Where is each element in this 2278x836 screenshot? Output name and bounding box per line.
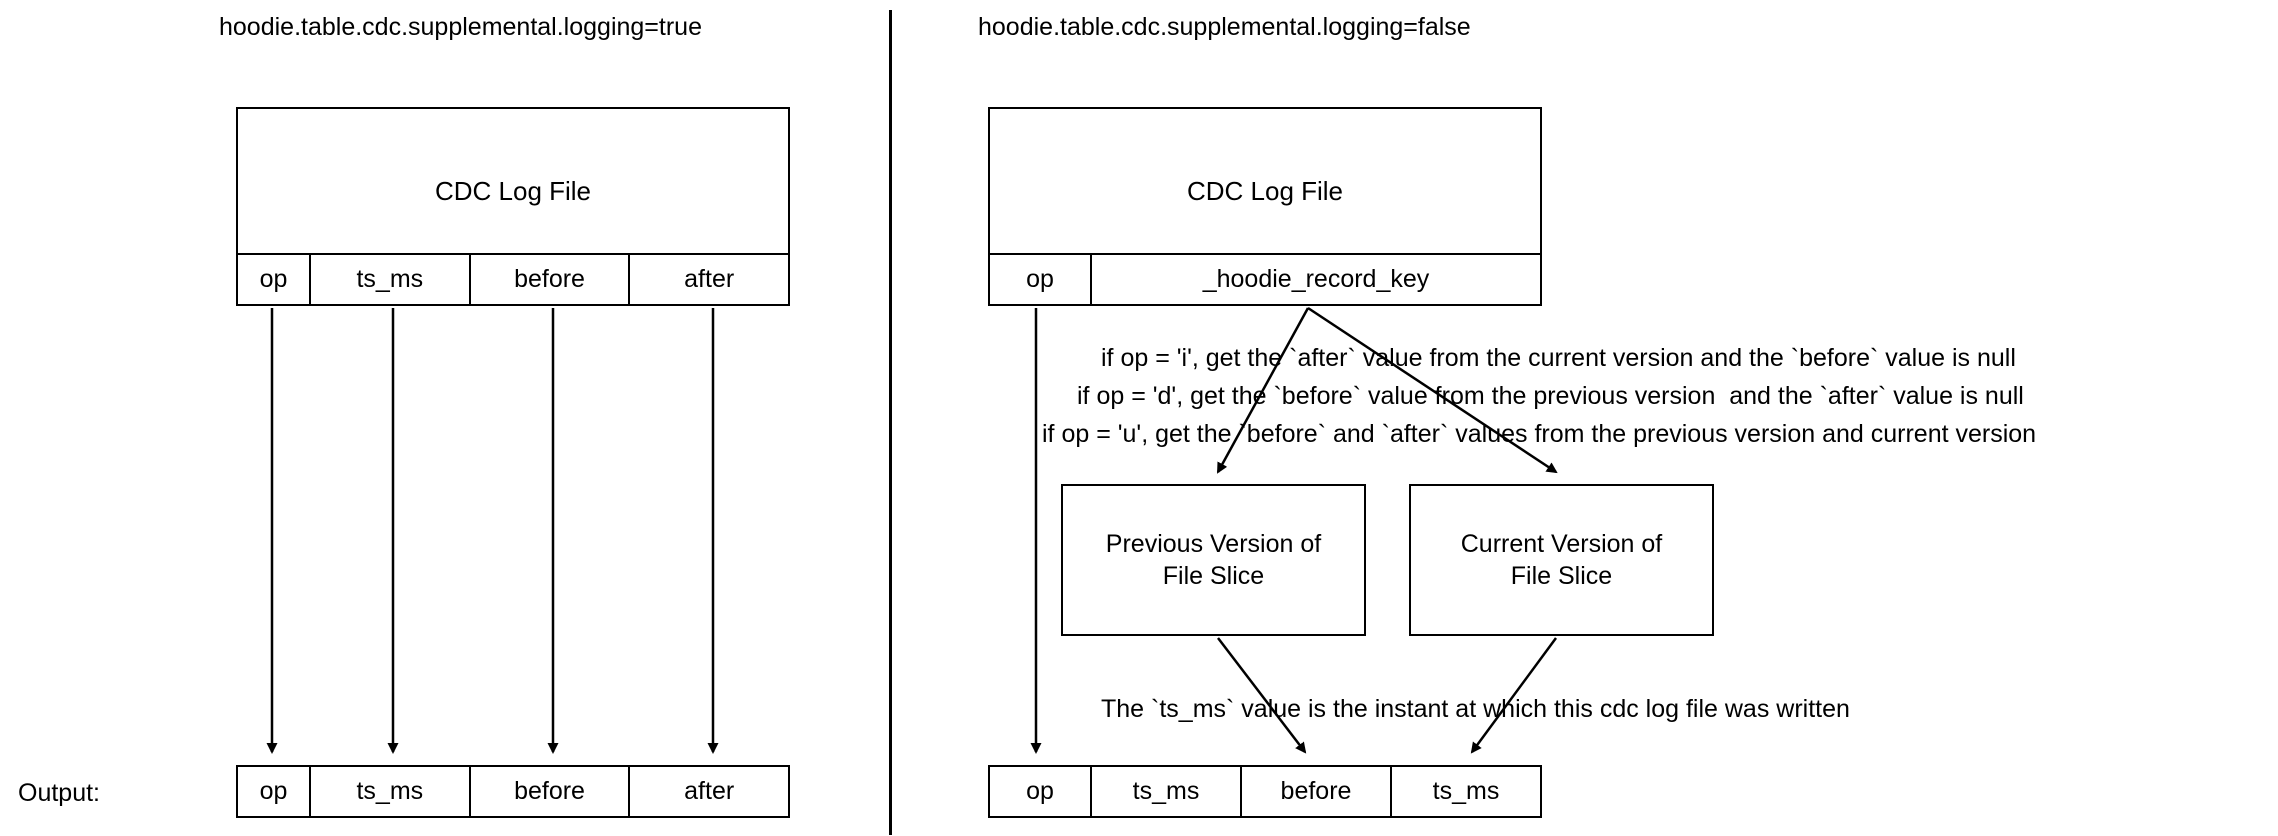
current-version-line1: Current Version of <box>1460 530 1663 558</box>
rule-text-delete: if op = 'd', get the `before` value from… <box>1077 382 2024 410</box>
output-cell: before <box>1240 765 1390 818</box>
output-label: Output: <box>18 779 100 807</box>
output-cell: ts_ms <box>1090 765 1240 818</box>
output-cell: op <box>988 765 1090 818</box>
panel-title-supplemental-logging-true: hoodie.table.cdc.supplemental.logging=tr… <box>219 13 702 41</box>
cdc-log-file-columns-left: op ts_ms before after <box>236 253 791 306</box>
current-version-line2: File Slice <box>1510 562 1613 590</box>
previous-version-line1: Previous Version of <box>1105 530 1322 558</box>
cdc-column-cell: _hoodie_record_key <box>1090 253 1542 306</box>
cdc-column-cell: op <box>988 253 1090 306</box>
ts-ms-note-text: The `ts_ms` value is the instant at whic… <box>1101 695 1850 723</box>
cdc-column-cell: before <box>468 253 629 306</box>
output-cell: ts_ms <box>1390 765 1542 818</box>
current-version-file-slice-box: Current Version of File Slice <box>1409 484 1714 636</box>
cdc-column-cell: after <box>628 253 791 306</box>
cdc-log-file-box-right: CDC Log File <box>988 107 1542 274</box>
output-cell: before <box>468 765 629 818</box>
cdc-log-file-columns-right: op _hoodie_record_key <box>988 253 1542 306</box>
cdc-column-cell: op <box>236 253 309 306</box>
panel-title-supplemental-logging-false: hoodie.table.cdc.supplemental.logging=fa… <box>978 13 1471 41</box>
panel-divider <box>889 10 892 835</box>
cdc-column-cell: ts_ms <box>309 253 469 306</box>
output-row-right: op ts_ms before ts_ms <box>988 765 1542 818</box>
rule-text-insert: if op = 'i', get the `after` value from … <box>1101 344 2016 372</box>
output-cell: ts_ms <box>309 765 469 818</box>
rule-text-update: if op = 'u', get the `before` and `after… <box>1042 420 2037 448</box>
previous-version-line2: File Slice <box>1162 562 1265 590</box>
output-row-left: op ts_ms before after <box>236 765 791 818</box>
previous-version-file-slice-box: Previous Version of File Slice <box>1061 484 1366 636</box>
output-cell: op <box>236 765 309 818</box>
output-cell: after <box>628 765 791 818</box>
cdc-log-file-box-left: CDC Log File <box>236 107 790 274</box>
